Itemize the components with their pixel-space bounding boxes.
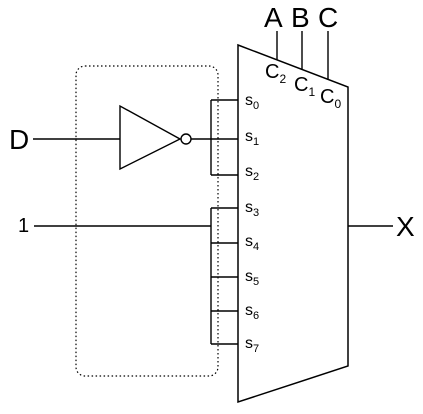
- data-pin-s1: s1: [245, 128, 259, 148]
- data-pin-s0-base: s: [245, 92, 253, 109]
- select-label-a: A: [264, 2, 283, 33]
- select-pin-c2-base: C: [265, 61, 279, 83]
- input-one-label: 1: [18, 215, 29, 237]
- select-pin-c1-base: C: [294, 74, 308, 96]
- data-pin-s2-base: s: [245, 163, 253, 180]
- data-pin-s4-sub: 4: [253, 241, 259, 253]
- data-pin-s3-base: s: [245, 199, 253, 216]
- grouping-box: [75, 65, 219, 377]
- data-pin-s6: s6: [245, 302, 259, 322]
- data-pin-s5-sub: 5: [253, 276, 259, 288]
- data-pin-s6-sub: 6: [253, 310, 259, 322]
- data-pin-s5-base: s: [245, 268, 253, 285]
- select-pin-c2-sub: 2: [279, 72, 286, 86]
- data-pin-s1-sub: 1: [253, 136, 259, 148]
- data-pin-s1-base: s: [245, 128, 253, 145]
- select-pin-c1: C1: [294, 74, 315, 99]
- select-pin-c0-base: C: [320, 86, 334, 108]
- select-label-b: B: [291, 2, 310, 33]
- data-pin-s2: s2: [245, 163, 259, 183]
- data-pin-s5: s5: [245, 268, 259, 288]
- select-pin-c0: C0: [320, 86, 341, 111]
- inverter-bubble: [180, 133, 192, 145]
- data-pin-s6-base: s: [245, 302, 253, 319]
- input-d-label: D: [9, 124, 29, 155]
- data-pin-s2-sub: 2: [253, 171, 259, 183]
- data-pin-s7-base: s: [245, 335, 253, 352]
- output-x-label: X: [396, 211, 415, 242]
- data-pin-s0-sub: 0: [253, 100, 259, 112]
- select-label-c: C: [318, 2, 338, 33]
- inverter-triangle: [119, 104, 182, 171]
- data-pin-s3: s3: [245, 199, 259, 219]
- select-pin-c2: C2: [265, 61, 286, 86]
- data-pin-s7: s7: [245, 335, 259, 355]
- select-pin-c1-sub: 1: [308, 85, 315, 99]
- data-pin-s4-base: s: [245, 233, 253, 250]
- select-pin-c0-sub: 0: [334, 97, 341, 111]
- data-pin-s4: s4: [245, 233, 259, 253]
- data-pin-s7-sub: 7: [253, 343, 259, 355]
- mux-body: [237, 43, 349, 404]
- data-pin-s3-sub: 3: [253, 207, 259, 219]
- data-pin-s0: s0: [245, 92, 259, 112]
